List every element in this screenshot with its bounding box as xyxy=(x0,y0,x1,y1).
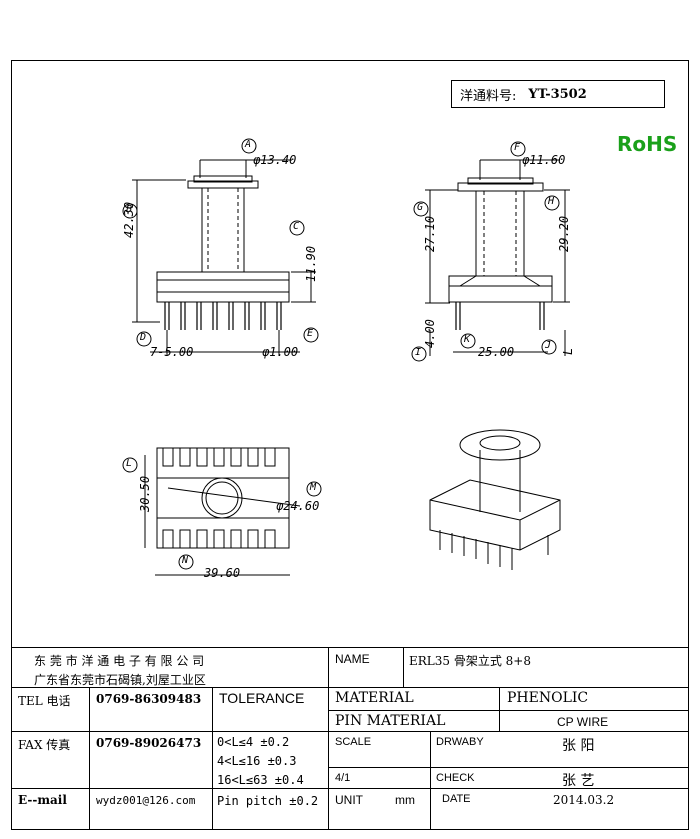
check-value: 张 艺 xyxy=(562,773,595,789)
part-number-value: YT-3502 xyxy=(528,86,587,102)
tel-value: 0769-86309483 xyxy=(96,692,202,706)
dim-callout-b: B xyxy=(126,204,133,215)
pin-material-label: PIN MATERIAL xyxy=(335,713,446,729)
dim-f-value: φ11.60 xyxy=(522,153,566,167)
isometric-view xyxy=(429,429,561,570)
material-value: PHENOLIC xyxy=(507,690,589,706)
dim-callout-i: I xyxy=(415,347,422,358)
dim-d-value: 7-5.00 xyxy=(150,345,194,359)
dim-l-value: 30.50 xyxy=(138,475,152,512)
email-value: wydz001@126.com xyxy=(96,794,196,807)
dim-callout-f: F xyxy=(514,142,521,153)
drawn-by-value: 张 阳 xyxy=(562,738,595,754)
tolerance-row-3: 16<L≤63 ±0.4 xyxy=(217,773,304,787)
drawn-by-label: DRWABY xyxy=(436,736,484,748)
company-name: 东 莞 市 洋 通 电 子 有 限 公 司 xyxy=(34,654,205,668)
drawing-frame xyxy=(11,60,689,830)
dim-e-value: φ1.00 xyxy=(262,345,299,359)
email-label: E--mail xyxy=(18,793,67,807)
tolerance-row-4: Pin pitch ±0.2 xyxy=(217,794,319,808)
fax-value: 0769-89026473 xyxy=(96,736,202,750)
dim-callout-g: G xyxy=(417,202,424,213)
dim-j-value: L xyxy=(561,347,575,355)
dim-callout-k: K xyxy=(464,334,471,345)
part-number-box: 洋通料号: YT-3502 xyxy=(451,80,665,108)
date-label: DATE xyxy=(442,793,471,805)
material-label: MATERIAL xyxy=(335,690,414,706)
dim-callout-l: L xyxy=(126,458,133,469)
dim-a-value: φ13.40 xyxy=(253,153,297,167)
scale-label: SCALE xyxy=(335,736,372,748)
rohs-mark: RoHS xyxy=(617,132,678,156)
date-value: 2014.03.2 xyxy=(553,793,615,807)
tolerance-row-2: 4<L≤16 ±0.3 xyxy=(217,754,297,768)
dim-k-value: 25.00 xyxy=(478,345,515,359)
fax-label: FAX 传真 xyxy=(18,738,71,752)
dim-callout-n: N xyxy=(182,555,189,566)
tolerance-label: TOLERANCE xyxy=(219,690,305,706)
dim-h-value: 29.20 xyxy=(557,215,571,252)
dim-callout-m: M xyxy=(310,482,317,493)
tolerance-row-1: 0<L≤4 ±0.2 xyxy=(217,735,290,749)
dim-i-value: 4.00 xyxy=(423,319,437,348)
dim-callout-c: C xyxy=(293,221,300,232)
dim-g-value: 27.10 xyxy=(423,215,437,252)
company-address: 广东省东莞市石碣镇,刘屋工业区 xyxy=(34,673,206,687)
check-label: CHECK xyxy=(436,772,475,784)
dim-callout-j: J xyxy=(545,340,552,351)
bottom-view xyxy=(122,447,322,576)
name-label: NAME xyxy=(335,652,370,666)
unit-value: mm xyxy=(395,793,415,807)
dim-n-value: 39.60 xyxy=(204,566,241,580)
unit-label: UNIT xyxy=(335,793,363,807)
dim-callout-d: D xyxy=(140,332,147,343)
dim-b-value: 42.30 xyxy=(122,201,136,238)
name-value: ERL35 骨架立式 8+8 xyxy=(409,654,531,668)
part-number-label: 洋通料号: xyxy=(460,88,517,104)
dim-c-value: 11.90 xyxy=(304,245,318,282)
tel-label: TEL 电话 xyxy=(18,694,71,708)
scale-value: 4/1 xyxy=(335,772,351,784)
dim-callout-a: A xyxy=(245,139,252,150)
dim-callout-h: H xyxy=(548,196,555,207)
dim-m-value: φ24.60 xyxy=(276,499,320,513)
front-view xyxy=(122,138,319,356)
dim-callout-e: E xyxy=(307,328,314,339)
side-view xyxy=(411,141,570,362)
pin-material-value: CP WIRE xyxy=(557,715,609,729)
